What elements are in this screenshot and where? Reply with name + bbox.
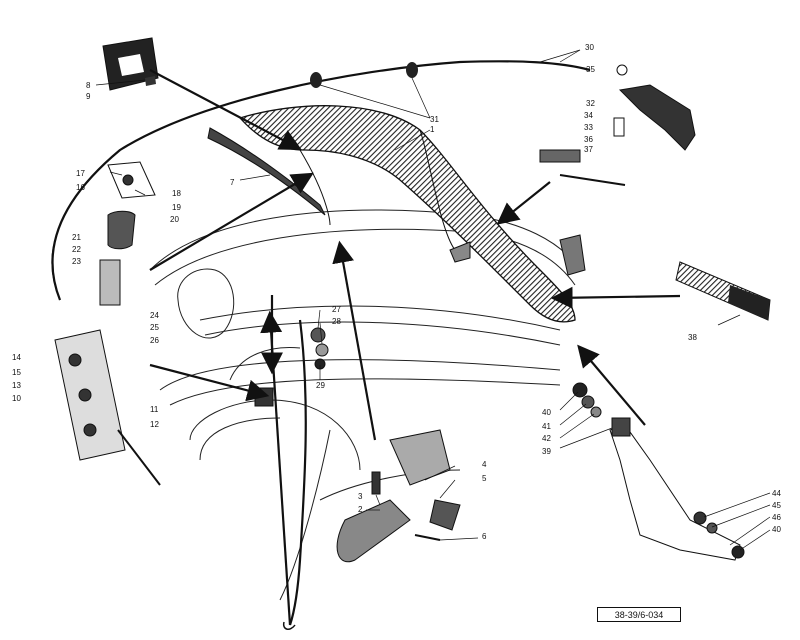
callout-46: 46 — [772, 513, 781, 522]
safety-catch-arm — [572, 382, 745, 561]
bonnet-badge — [102, 37, 159, 91]
callout-4: 4 — [482, 460, 487, 469]
leader-lines — [95, 49, 771, 551]
callout-24: 24 — [150, 311, 159, 320]
callout-5: 5 — [482, 474, 487, 483]
callout-37: 37 — [584, 145, 593, 154]
callout-36: 36 — [584, 135, 593, 144]
release-cable — [51, 60, 591, 301]
callout-23: 23 — [72, 257, 81, 266]
callout-40-lower: 40 — [772, 525, 781, 534]
callout-26: 26 — [150, 336, 159, 345]
callout-31: 31 — [430, 115, 439, 124]
callout-38: 38 — [688, 333, 697, 342]
callout-9: 9 — [86, 92, 91, 101]
callout-22: 22 — [72, 245, 81, 254]
callout-42: 42 — [542, 434, 551, 443]
rubber-seal-38 — [675, 261, 771, 321]
release-handle — [613, 64, 696, 151]
indicator-arrows — [149, 69, 681, 626]
callout-44: 44 — [772, 489, 781, 498]
callout-16: 16 — [76, 183, 85, 192]
bonnet-stay-rod — [288, 319, 307, 626]
callout-11: 11 — [150, 405, 159, 414]
callout-35: 35 — [586, 65, 595, 74]
callout-32: 32 — [586, 99, 595, 108]
callout-14: 14 — [12, 353, 21, 362]
callout-15: 15 — [12, 368, 21, 377]
callout-3: 3 — [358, 492, 363, 501]
callout-30: 30 — [585, 43, 594, 52]
callout-41: 41 — [542, 422, 551, 431]
callout-33: 33 — [584, 123, 593, 132]
callout-27: 27 — [332, 305, 341, 314]
callout-19: 19 — [172, 203, 181, 212]
callout-13: 13 — [12, 381, 21, 390]
callout-25: 25 — [150, 323, 159, 332]
callout-28: 28 — [332, 317, 341, 326]
cable-grommet — [310, 72, 322, 88]
callout-40-upper: 40 — [542, 408, 551, 417]
callout-29: 29 — [316, 381, 325, 390]
callout-labels: 1 2 3 4 5 6 7 8 9 10 11 12 13 14 15 16 1… — [12, 43, 781, 541]
callout-17: 17 — [76, 169, 85, 178]
cable-grommet — [406, 62, 418, 78]
callout-7: 7 — [230, 178, 235, 187]
callout-39: 39 — [542, 447, 551, 456]
callout-45: 45 — [772, 501, 781, 510]
hinge-fittings — [254, 149, 626, 407]
callout-10: 10 — [12, 394, 21, 403]
hood-cover — [238, 105, 576, 323]
callout-8: 8 — [86, 81, 91, 90]
callout-12: 12 — [150, 420, 159, 429]
callout-6: 6 — [482, 532, 487, 541]
callout-2: 2 — [358, 505, 363, 514]
callout-34: 34 — [584, 111, 593, 120]
callout-1: 1 — [430, 125, 435, 134]
car-body-outline — [149, 209, 581, 601]
callout-21: 21 — [72, 233, 81, 242]
callout-18: 18 — [172, 189, 181, 198]
callout-20: 20 — [170, 215, 179, 224]
lock-assembly — [54, 161, 161, 486]
drawing-reference-number: 38-39/6-034 — [597, 607, 681, 622]
catch-assembly — [336, 429, 461, 563]
seal-strip — [207, 127, 326, 216]
